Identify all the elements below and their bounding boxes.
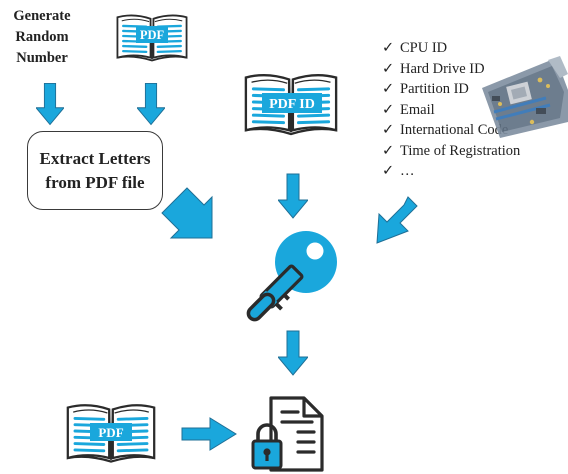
output-pdf-book-icon: PDF [66,403,156,464]
generate-random-number-label: Generate Random Number [13,8,71,66]
check-mark-icon: ✓ [382,142,395,159]
hardware-id-text: CPU ID [400,40,448,56]
hardware-id-text: Email [400,101,435,118]
arrow-hardware-to-key [376,196,418,244]
arrow-pdf-to-extract [137,82,165,126]
hardware-id-item: ✓ International Code [382,120,520,141]
hardware-id-text: Time of Registration [400,142,521,159]
extract-letters-box: Extract Letters from PDF file [27,131,163,210]
hardware-id-text: Hard Drive ID [400,60,485,77]
arrow-pdfid-to-key [278,173,308,219]
hardware-id-item: ✓… [382,161,520,182]
extract-letters-label: Extract Letters from PDF file [39,148,151,192]
arrow-extract-to-key [161,187,213,239]
hardware-id-item: ✓ Hard Drive ID [382,59,520,80]
hardware-id-item: ✓ Partition ID [382,79,520,100]
pdf-id-book-icon: PDF ID [244,73,338,136]
hardware-id-item: ✓ Email [382,100,520,121]
check-mark-icon: ✓ [382,40,395,56]
check-mark-icon: ✓ [382,81,395,97]
locked-document-icon [251,396,324,472]
pdf-id-label: PDF ID [269,97,315,112]
source-pdf-label: PDF [140,28,165,42]
motherboard-image [482,56,568,138]
hardware-id-list: ✓ CPU ID ✓ Hard Drive ID ✓ Partition ID ✓ Email… [382,38,521,182]
output-pdf-label: PDF [98,425,123,440]
check-mark-icon: ✓ [382,122,395,138]
hardware-id-text: International Code [400,122,509,138]
arrow-key-to-output [278,330,308,376]
check-mark-icon: ✓ [382,163,395,179]
hardware-id-item: ✓ Time of Registration [382,141,521,162]
check-mark-icon: ✓ [382,60,395,77]
arrow-random-to-extract [36,82,64,126]
arrow-book-to-locked-doc [181,417,237,451]
hardware-id-text: … [400,163,415,179]
hardware-id-text: Partition ID [400,81,469,97]
key-icon [246,231,337,322]
hardware-id-item: ✓ CPU ID [382,38,520,59]
source-pdf-book-icon: PDF [116,14,188,62]
check-mark-icon: ✓ [382,101,395,118]
